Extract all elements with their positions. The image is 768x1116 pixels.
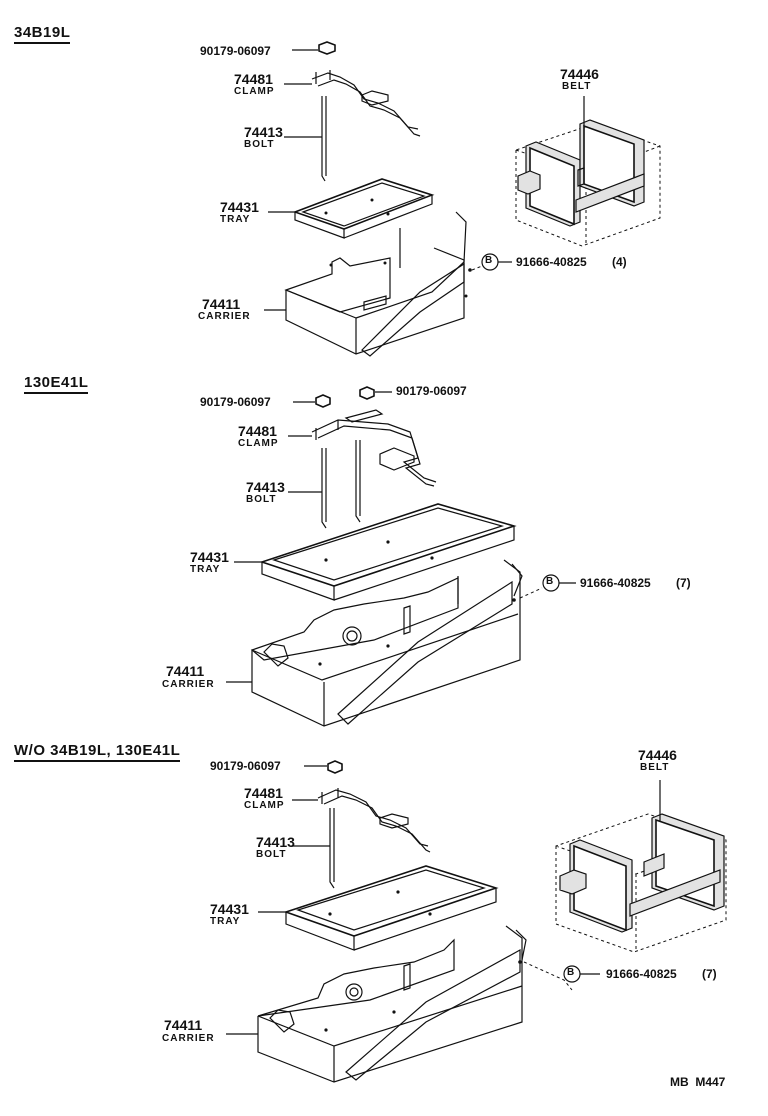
part-number-label: 74481: [238, 423, 277, 439]
carrier-drawing: [226, 925, 527, 1083]
carrier-drawing: [264, 211, 472, 357]
belt-drawing: [555, 780, 727, 953]
section-2-drawing: [226, 386, 576, 727]
carrier-drawing: [226, 559, 523, 727]
part-number-label: 91666-40825: [606, 967, 677, 981]
tray-drawing: [268, 178, 435, 239]
b-symbol-letter: B: [546, 576, 554, 587]
part-number-label: 74481: [234, 71, 273, 87]
part-number-label: 74446: [638, 747, 677, 763]
part-number-label: 90179-06097: [396, 384, 467, 398]
section-title: W/O 34B19L, 130E41L: [14, 742, 181, 762]
part-name-label: CARRIER: [162, 679, 215, 690]
part-number-label: 74411: [166, 663, 205, 679]
section-title: 130E41L: [24, 374, 89, 394]
clamp-drawing: [292, 788, 431, 853]
part-number-label: 74411: [164, 1017, 203, 1033]
part-name-label: CARRIER: [198, 311, 251, 322]
bolt-drawing: [284, 96, 327, 182]
quantity-label: (4): [612, 255, 627, 269]
b-symbol-letter: B: [567, 967, 575, 978]
bolt-drawing: [292, 808, 335, 889]
part-number-label: 74413: [244, 124, 283, 140]
part-name-label: BELT: [562, 81, 592, 92]
nut-icon: [359, 386, 392, 400]
b-symbol-letter: B: [485, 255, 493, 266]
section-title: 34B19L: [14, 24, 71, 44]
part-number-label: 74413: [256, 834, 295, 850]
part-name-label: BOLT: [256, 849, 287, 860]
nut-icon: [292, 41, 336, 55]
part-number-label: 91666-40825: [580, 576, 651, 590]
part-name-label: TRAY: [190, 564, 221, 575]
part-number-label: 74431: [210, 901, 249, 917]
clamp-drawing: [288, 409, 437, 487]
part-number-label: 90179-06097: [200, 395, 271, 409]
tray-drawing: [234, 503, 517, 601]
part-number-label: 74431: [220, 199, 259, 215]
part-number-label: 74446: [560, 66, 599, 82]
figure-code: MB M447: [670, 1075, 726, 1089]
part-name-label: CLAMP: [234, 86, 275, 97]
nut-icon: [293, 394, 331, 408]
nut-icon: [304, 760, 343, 774]
section-3-drawing: [226, 760, 727, 1083]
part-number-label: 90179-06097: [200, 44, 271, 58]
clamp-drawing: [284, 70, 421, 137]
part-number-label: 90179-06097: [210, 759, 281, 773]
part-name-label: BOLT: [246, 494, 277, 505]
part-name-label: BOLT: [244, 139, 275, 150]
part-number-label: 74481: [244, 785, 283, 801]
part-number-label: 74413: [246, 479, 285, 495]
part-name-label: CLAMP: [244, 800, 285, 811]
part-name-label: TRAY: [210, 916, 241, 927]
part-number-label: 74411: [202, 296, 241, 312]
bolt-drawing: [288, 440, 361, 529]
part-name-label: BELT: [640, 762, 670, 773]
section-1-drawing: [264, 41, 661, 357]
part-name-label: CARRIER: [162, 1033, 215, 1044]
part-number-label: 74431: [190, 549, 229, 565]
tray-drawing: [258, 865, 499, 951]
part-number-label: 91666-40825: [516, 255, 587, 269]
part-name-label: CLAMP: [238, 438, 279, 449]
quantity-label: (7): [676, 576, 691, 590]
part-name-label: TRAY: [220, 214, 251, 225]
quantity-label: (7): [702, 967, 717, 981]
belt-drawing: [515, 96, 661, 247]
